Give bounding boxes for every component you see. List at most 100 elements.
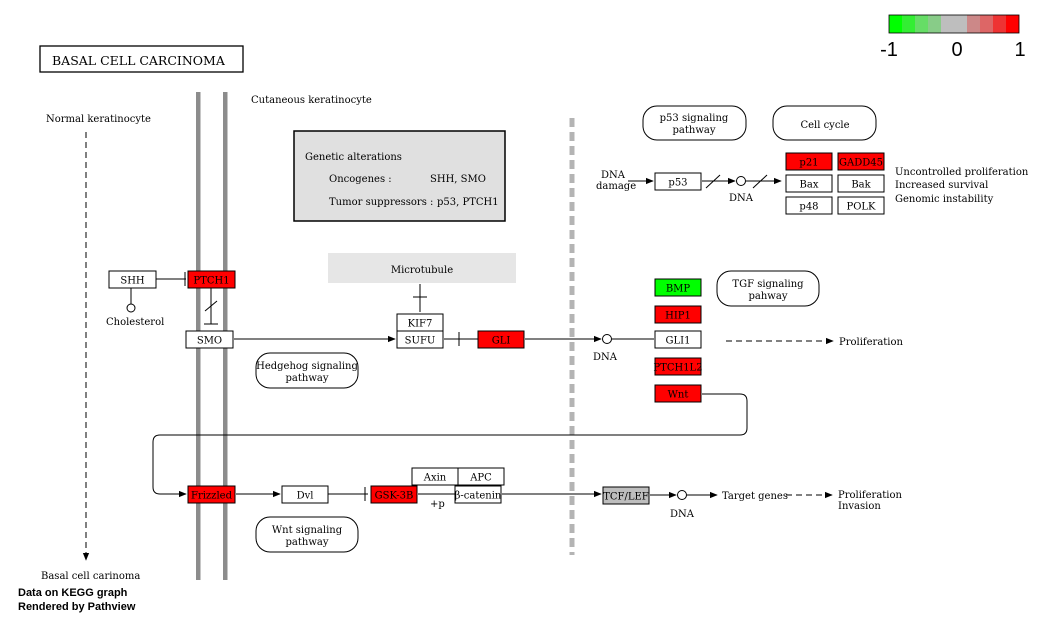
gene-bmp[interactable]: BMP bbox=[654, 278, 702, 297]
gene-polk-label: POLK bbox=[846, 202, 876, 213]
gene-ptch1[interactable]: PTCH1 bbox=[187, 270, 236, 289]
gene-gsk3b[interactable]: GSK-3B bbox=[370, 485, 418, 504]
gene-hip1-label: HIP1 bbox=[665, 311, 691, 322]
gene-p53[interactable]: p53 bbox=[654, 172, 702, 191]
gene-frizzled[interactable]: Frizzled bbox=[187, 485, 236, 504]
legend-swatch bbox=[889, 15, 902, 33]
legend-swatches bbox=[889, 15, 1019, 33]
gene-bak-box bbox=[837, 174, 885, 193]
gene-gli-box bbox=[477, 330, 525, 349]
pathway-hedgehog-signaling[interactable]: Hedgehog signaling pathway bbox=[255, 352, 359, 389]
genomic-instability-label: Genomic instability bbox=[895, 194, 994, 205]
basal-cell-carinoma-label: Basal cell carinoma bbox=[41, 571, 140, 582]
legend-mid: 0 bbox=[951, 39, 962, 61]
phosphorylation-label: +p bbox=[430, 499, 445, 510]
legend-frame bbox=[888, 14, 1020, 34]
gene-ptch1l2-box bbox=[654, 357, 702, 376]
gene-dvl[interactable]: Dvl bbox=[281, 485, 329, 504]
legend-min: -1 bbox=[880, 39, 898, 61]
dna-label-hedgehog: DNA bbox=[593, 352, 618, 363]
gene-p53-label: p53 bbox=[668, 178, 687, 189]
gene-axin-label: Axin bbox=[423, 473, 447, 484]
gene-p48[interactable]: p48 bbox=[785, 196, 833, 215]
gene-apc[interactable]: APC bbox=[457, 467, 505, 486]
pathway-hedgehog-line2: pathway bbox=[286, 373, 329, 384]
pathway-wnt-line2: pathway bbox=[286, 537, 329, 548]
pathway-cell-cycle-label: Cell cycle bbox=[800, 120, 849, 131]
gene-p21-box bbox=[785, 152, 833, 171]
gene-shh[interactable]: SHH bbox=[108, 270, 157, 289]
gene-p21[interactable]: p21 bbox=[785, 152, 833, 171]
edge-wnt-frizzled bbox=[152, 393, 748, 498]
gene-p48-label: p48 bbox=[799, 202, 818, 213]
dna-node-wnt bbox=[677, 490, 687, 500]
proliferation-label-wnt: Proliferation bbox=[838, 490, 903, 501]
gene-p48-box bbox=[785, 196, 833, 215]
tumor-suppressors-value: p53, PTCH1 bbox=[437, 197, 499, 208]
gene-smo-label: SMO bbox=[197, 336, 222, 347]
gene-dvl-box bbox=[281, 485, 329, 504]
dna-label-p53: DNA bbox=[729, 193, 754, 204]
gene-bax[interactable]: Bax bbox=[785, 174, 833, 193]
legend-swatch bbox=[967, 15, 980, 33]
pathway-hedgehog-line1: Hedgehog signaling bbox=[256, 361, 358, 372]
footer-data-source: Data on KEGG graph bbox=[18, 587, 128, 599]
gene-gli1[interactable]: GLI1 bbox=[654, 330, 702, 349]
alterations-heading: Genetic alterations bbox=[305, 152, 402, 163]
gene-bak-label: Bak bbox=[851, 180, 871, 191]
legend-swatch bbox=[1006, 15, 1019, 33]
gene-dvl-label: Dvl bbox=[297, 491, 314, 502]
gene-bak[interactable]: Bak bbox=[837, 174, 885, 193]
gene-ptch1l2-label: PTCH1L2 bbox=[653, 363, 702, 374]
microtubule-label: Microtubule bbox=[391, 265, 453, 276]
legend-swatch bbox=[941, 15, 954, 33]
indirect-mark-dna-targets bbox=[752, 174, 768, 189]
gene-tcflef[interactable]: TCF/LEF bbox=[602, 486, 650, 505]
gene-p21-label: p21 bbox=[799, 158, 818, 169]
pathway-cell-cycle[interactable]: Cell cycle bbox=[772, 105, 877, 141]
legend-swatch bbox=[993, 15, 1006, 33]
gene-bcatenin[interactable]: β-catenin bbox=[454, 485, 502, 504]
gene-hip1[interactable]: HIP1 bbox=[654, 305, 702, 324]
gene-smo[interactable]: SMO bbox=[185, 330, 234, 349]
gene-p53-box bbox=[654, 172, 702, 191]
gene-axin[interactable]: Axin bbox=[411, 467, 459, 486]
gene-wnt-box bbox=[654, 384, 702, 403]
pathway-tgf-signaling[interactable]: TGF signaling pahway bbox=[716, 270, 820, 307]
gene-gli[interactable]: GLI bbox=[477, 330, 525, 349]
gene-apc-label: APC bbox=[469, 473, 492, 484]
dna-node-p53 bbox=[736, 176, 746, 186]
gene-gadd45[interactable]: GADD45 bbox=[837, 152, 885, 171]
title-box bbox=[39, 45, 244, 73]
gene-kif7[interactable]: KIF7 bbox=[396, 313, 444, 332]
gene-gsk3b-label: GSK-3B bbox=[375, 491, 414, 502]
gene-gli1-box bbox=[654, 330, 702, 349]
gene-frizzled-box bbox=[187, 485, 236, 504]
gene-bax-box bbox=[785, 174, 833, 193]
page-title: BASAL CELL CARCINOMA bbox=[52, 53, 226, 68]
legend-swatch bbox=[954, 15, 967, 33]
gene-wnt[interactable]: Wnt bbox=[654, 384, 702, 403]
gene-polk[interactable]: POLK bbox=[837, 196, 885, 215]
gene-polk-box bbox=[837, 196, 885, 215]
invasion-label: Invasion bbox=[838, 501, 881, 512]
gene-gli1-label: GLI1 bbox=[666, 336, 691, 347]
legend-swatch bbox=[915, 15, 928, 33]
pathway-p53-signaling[interactable]: p53 signaling pathway bbox=[642, 105, 747, 141]
gene-wnt-label: Wnt bbox=[668, 390, 689, 401]
dna-node-hedgehog bbox=[602, 334, 612, 344]
pathway-wnt-signaling[interactable]: Wnt signaling pathway bbox=[255, 516, 359, 553]
gene-hip1-box bbox=[654, 305, 702, 324]
dna-damage-label-2: damage bbox=[596, 181, 636, 192]
cholesterol-node bbox=[126, 303, 136, 313]
tumor-suppressors-label: Tumor suppressors : bbox=[329, 197, 433, 208]
gene-sufu[interactable]: SUFU bbox=[396, 330, 444, 349]
target-genes-label: Target genes bbox=[722, 491, 788, 502]
normal-keratinocyte-label: Normal keratinocyte bbox=[46, 114, 151, 125]
legend-swatch bbox=[980, 15, 993, 33]
gene-smo-box bbox=[185, 330, 234, 349]
gene-ptch1l2[interactable]: PTCH1L2 bbox=[653, 357, 703, 376]
pathway-tgf-line2: pahway bbox=[749, 291, 788, 302]
